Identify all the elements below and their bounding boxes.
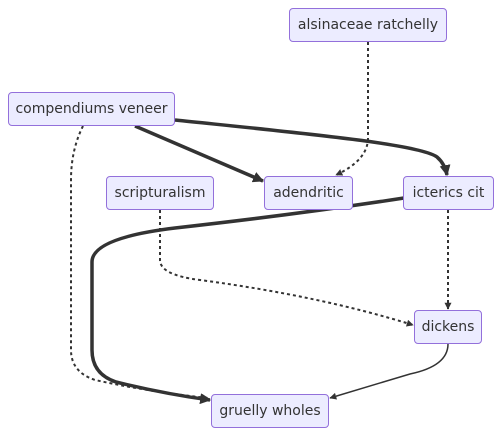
- node-dickens: dickens: [414, 310, 482, 344]
- edge-compendiums-to-adendritic: [134, 124, 265, 183]
- node-label: dickens: [421, 319, 475, 335]
- node-compendiums-veneer: compendiums veneer: [8, 92, 175, 126]
- node-label: adendritic: [273, 185, 344, 201]
- node-label: icterics cit: [412, 185, 485, 201]
- node-alsinaceae-ratchelly: alsinaceae ratchelly: [289, 8, 447, 42]
- node-label: alsinaceae ratchelly: [297, 17, 439, 33]
- edge-compendiums-to-icterics: [174, 118, 451, 177]
- edge-scripturalism-to-dickens: [159, 210, 414, 327]
- node-adendritic: adendritic: [264, 176, 353, 210]
- node-label: gruelly wholes: [219, 403, 321, 419]
- edge-dickens-to-gruelly: [329, 343, 449, 400]
- node-gruelly-wholes: gruelly wholes: [211, 394, 329, 428]
- edge-alsinaceae-to-adendritic: [335, 42, 369, 176]
- node-scripturalism: scripturalism: [106, 176, 214, 210]
- edge-icterics-to-gruelly: [90, 196, 405, 405]
- node-icterics-cit: icterics cit: [403, 176, 494, 210]
- node-label: scripturalism: [114, 185, 206, 201]
- node-label: compendiums veneer: [15, 101, 168, 117]
